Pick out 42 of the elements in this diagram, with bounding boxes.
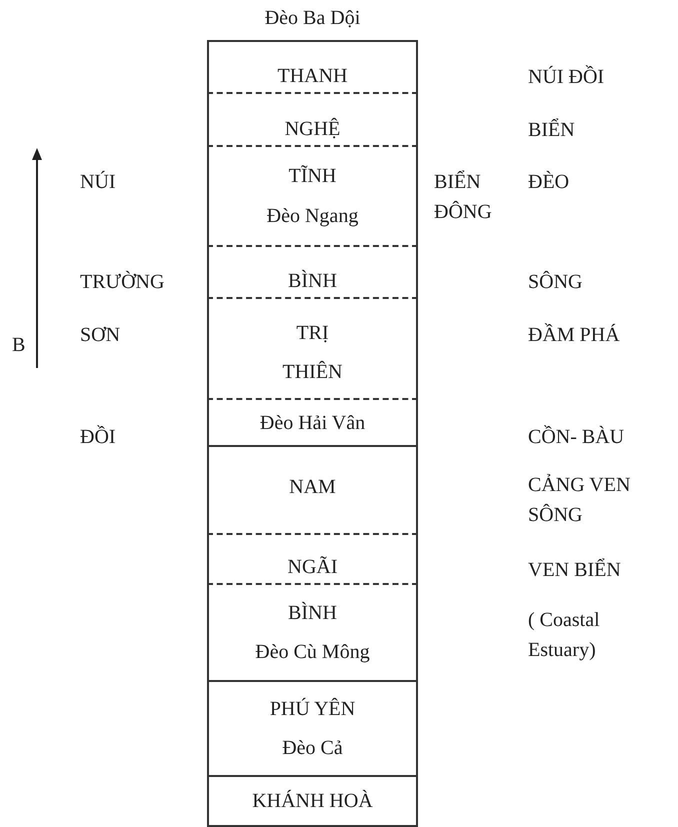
region-label: ĐẦM PHÁ <box>528 322 621 348</box>
band-title: NGÃI <box>288 555 338 579</box>
region-label: ĐỒI <box>80 424 117 450</box>
band-title: KHÁNH HOÀ <box>252 789 373 813</box>
band-title: NAM <box>289 475 336 499</box>
band-subtitle: Đèo Cả <box>282 736 343 760</box>
province-band <box>207 145 418 245</box>
band-title: PHÚ YÊN <box>270 697 356 721</box>
region-label: TRƯỜNG <box>80 270 166 295</box>
region-label: BIỂN ĐÔNG <box>434 169 493 225</box>
band-title: TRỊ <box>296 321 329 346</box>
band-title: BÌNH <box>288 269 337 293</box>
region-label: CỒN- BÀU <box>528 424 626 450</box>
province-band <box>207 297 418 398</box>
region-label: CẢNG VEN SÔNG <box>528 473 632 528</box>
band-title: TĨNH <box>288 164 336 188</box>
region-label: VEN BIỂN <box>528 557 622 583</box>
direction-letter: B <box>12 333 26 358</box>
region-label: BIỂN <box>528 117 576 143</box>
province-band <box>207 533 418 583</box>
province-band <box>207 775 418 827</box>
province-band <box>207 398 418 445</box>
band-title: BÌNH <box>288 600 337 625</box>
province-band <box>207 245 418 297</box>
band-title: Đèo Hải Vân <box>260 410 366 434</box>
province-band <box>207 583 418 680</box>
pass-label: Đèo Ba Dội <box>264 6 362 31</box>
region-label: NÚI ĐỒI <box>528 64 606 90</box>
region-label: SÔNG <box>528 270 584 295</box>
province-band <box>207 680 418 775</box>
province-band <box>207 92 418 145</box>
region-label: ĐÈO <box>528 170 570 195</box>
province-band <box>207 445 418 533</box>
region-label: ( Coastal Estuary) <box>528 608 601 663</box>
region-label: NÚI <box>80 170 117 195</box>
band-subtitle: Đèo Cù Mông <box>255 640 370 664</box>
band-subtitle: THIÊN <box>282 360 342 384</box>
band-subtitle: Đèo Ngang <box>266 204 358 228</box>
region-label: SƠN <box>80 323 122 348</box>
band-title: NGHỆ <box>284 117 340 141</box>
province-band <box>207 40 418 92</box>
band-title: THANH <box>278 64 348 88</box>
